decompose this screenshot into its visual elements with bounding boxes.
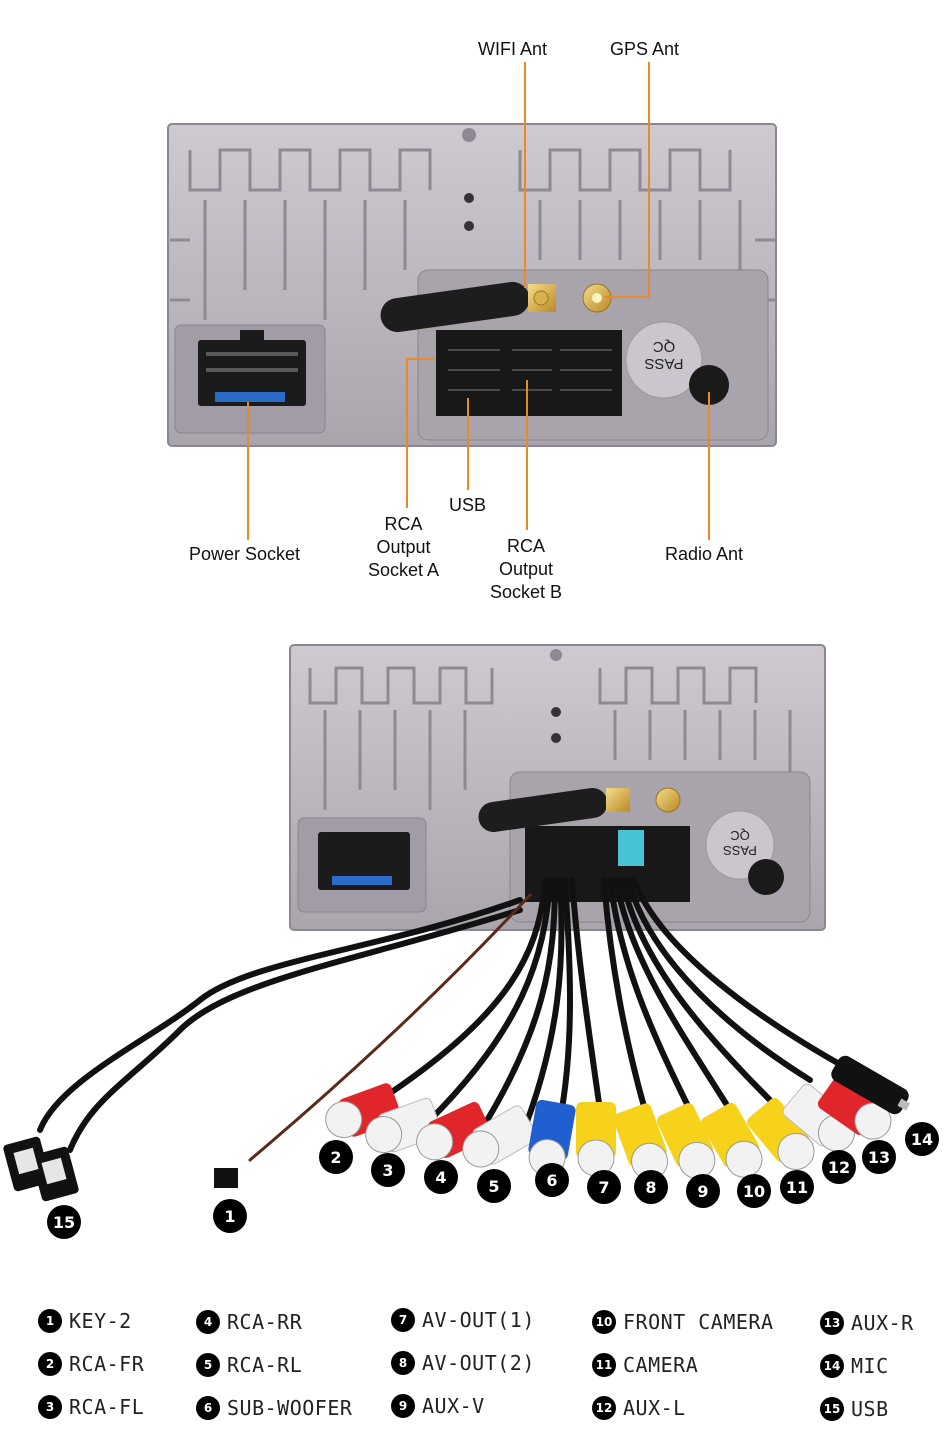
legend-number: 1 (38, 1309, 62, 1333)
legend-number: 10 (592, 1310, 616, 1334)
legend-number: 3 (38, 1395, 62, 1419)
legend-label: FRONT CAMERA (623, 1310, 774, 1334)
legend-number: 7 (391, 1308, 415, 1332)
cable-number-11: 11 (780, 1170, 814, 1204)
leader-wifi (524, 62, 526, 288)
gps-ant-label: GPS Ant (610, 39, 680, 59)
legend-item-12: 12 AUX-L (592, 1395, 686, 1421)
legend-item-9: 9 AUX-V (391, 1393, 485, 1419)
leader-radio (708, 392, 710, 540)
legend-number: 6 (196, 1396, 220, 1420)
cable-number-1: 1 (213, 1199, 247, 1233)
legend-label: AV-OUT(2) (422, 1351, 535, 1375)
qc-pass-sticker: PASS QC (644, 338, 684, 372)
legend-number: 9 (391, 1394, 415, 1418)
wifi-ant-label: WIFI Ant (478, 39, 548, 59)
leader-usb (467, 398, 469, 490)
legend-label: AUX-R (851, 1311, 914, 1335)
legend-number: 11 (592, 1353, 616, 1377)
legend-item-8: 8 AV-OUT(2) (391, 1350, 535, 1376)
head-unit-back-panel-top (167, 123, 777, 447)
usb-plug-15 (3, 1136, 79, 1202)
legend-item-11: 11 CAMERA (592, 1352, 698, 1378)
legend-number: 15 (820, 1397, 844, 1421)
usb-label: USB (449, 495, 487, 515)
legend-number: 14 (820, 1354, 844, 1378)
cable-number-3: 3 (371, 1153, 405, 1187)
legend-label: RCA-RR (227, 1310, 303, 1334)
cable-number-2: 2 (319, 1140, 353, 1174)
leader-gps-h (605, 296, 649, 298)
legend-item-14: 14 MIC (820, 1353, 889, 1379)
power-socket-label: Power Socket (189, 544, 301, 564)
leader-rca-a-h (406, 358, 434, 360)
legend-item-4: 4 RCA-RR (196, 1309, 302, 1335)
cable-number-6: 6 (535, 1163, 569, 1197)
legend-label: SUB-WOOFER (227, 1396, 353, 1420)
cable-number-7: 7 (587, 1170, 621, 1204)
legend-number: 5 (196, 1353, 220, 1377)
key2-connector (214, 1168, 238, 1188)
legend-label: AUX-V (422, 1394, 485, 1418)
legend-item-10: 10 FRONT CAMERA (592, 1309, 774, 1335)
leader-gps (648, 62, 650, 298)
cable-number-8: 8 (634, 1170, 668, 1204)
cable-number-5: 5 (477, 1169, 511, 1203)
legend-label: KEY-2 (69, 1309, 132, 1333)
legend-item-7: 7 AV-OUT(1) (391, 1307, 535, 1333)
legend-number: 12 (592, 1396, 616, 1420)
cable-number-9: 9 (686, 1174, 720, 1208)
legend-label: MIC (851, 1354, 889, 1378)
cable-number-14: 14 (905, 1122, 939, 1156)
legend-item-6: 6 SUB-WOOFER (196, 1395, 352, 1421)
legend-label: RCA-FL (69, 1395, 145, 1419)
leader-rca-a (406, 358, 408, 508)
leader-rca-b (526, 380, 528, 530)
leader-power (247, 402, 249, 540)
rca-output-b-label: RCA Output Socket B (490, 536, 563, 602)
cable-harness (37, 877, 853, 1162)
cable-number-13: 13 (862, 1140, 896, 1174)
rca-plugs (325, 1055, 911, 1180)
legend-number: 8 (391, 1351, 415, 1375)
radio-ant-label: Radio Ant (665, 544, 744, 564)
cable-number-15: 15 (47, 1205, 81, 1239)
cable-number-10: 10 (737, 1174, 771, 1208)
legend-item-2: 2 RCA-FR (38, 1351, 144, 1377)
rca-output-a-label: RCA Output Socket A (368, 514, 440, 580)
legend-label: AV-OUT(1) (422, 1308, 535, 1332)
legend-item-3: 3 RCA-FL (38, 1394, 144, 1420)
cable-number-4: 4 (424, 1160, 458, 1194)
legend-item-15: 15 USB (820, 1396, 889, 1422)
legend-number: 4 (196, 1310, 220, 1334)
cable-number-12: 12 (822, 1150, 856, 1184)
legend-label: CAMERA (623, 1353, 699, 1377)
legend-label: RCA-RL (227, 1353, 303, 1377)
legend-label: USB (851, 1397, 889, 1421)
legend-label: AUX-L (623, 1396, 686, 1420)
legend-item-13: 13 AUX-R (820, 1310, 914, 1336)
legend-label: RCA-FR (69, 1352, 145, 1376)
legend-item-5: 5 RCA-RL (196, 1352, 302, 1378)
legend-number: 13 (820, 1311, 844, 1335)
legend-item-1: 1 KEY-2 (38, 1308, 132, 1334)
legend-number: 2 (38, 1352, 62, 1376)
qc-pass-sticker-bottom: PASS QC (723, 828, 757, 858)
